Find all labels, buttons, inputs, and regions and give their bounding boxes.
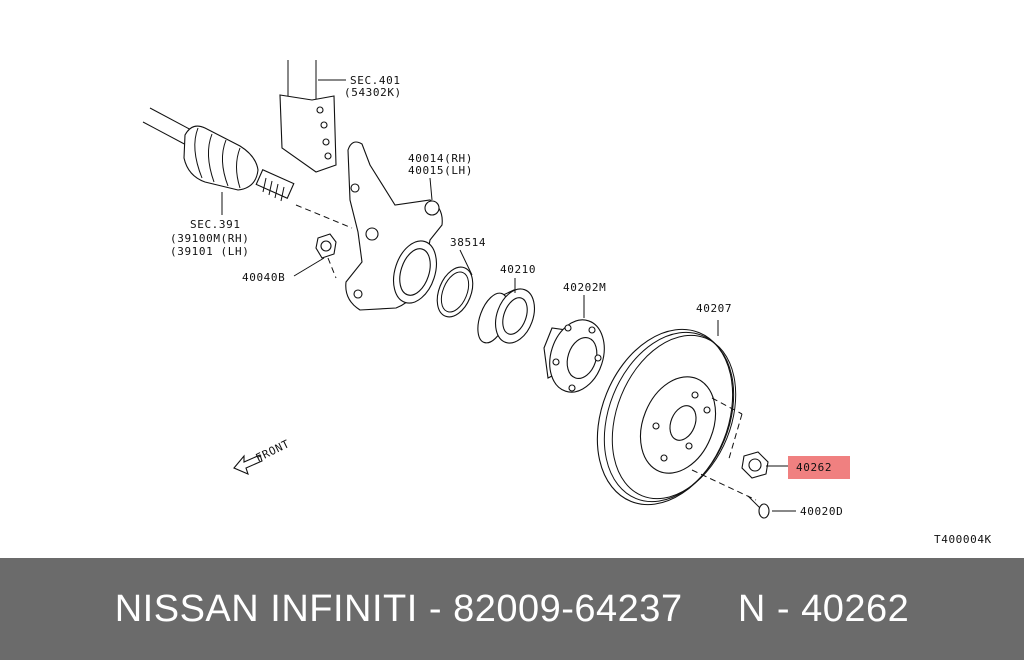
part-number-footer: NISSAN INFINITI - 82009-64237 N - 40262 [0, 558, 1024, 660]
drive-shaft [142, 107, 353, 229]
wheel-hub-40202m [543, 295, 605, 393]
label-40207: 40207 [696, 302, 732, 315]
exploded-parts-diagram: SEC.401 (54302K) 40014(RH) 40015(LH) SEC… [142, 60, 992, 546]
diagram-code: T400004K [934, 533, 992, 546]
label-sec391-lh: (39101 (LH) [170, 245, 249, 258]
label-sec401: SEC.401 [350, 74, 401, 87]
footer-part-text: NISSAN INFINITI - 82009-64237 N - 40262 [114, 587, 910, 630]
label-front: FRONT [254, 437, 292, 465]
label-sec391-rh: (39100M(RH) [170, 232, 249, 245]
label-40262: 40262 [796, 461, 832, 474]
bolt-40020d [747, 495, 796, 519]
label-sec391: SEC.391 [190, 218, 241, 231]
label-40040b: 40040B [242, 271, 285, 284]
label-40202m: 40202M [563, 281, 606, 294]
label-40015: 40015(LH) [408, 164, 473, 177]
nut-40040b [293, 233, 337, 279]
hub-nut-40262 [741, 451, 790, 479]
label-40014: 40014(RH) [408, 152, 473, 165]
strut-assembly [279, 60, 346, 173]
wheel-bearing-40210 [477, 278, 535, 344]
snap-ring-38514 [436, 249, 474, 318]
label-40020d: 40020D [800, 505, 843, 518]
label-sec401-code: (54302K) [344, 86, 402, 99]
label-38514: 38514 [450, 236, 486, 249]
front-arrow [233, 454, 263, 475]
label-40210: 40210 [500, 263, 536, 276]
steering-knuckle [345, 141, 443, 311]
highlight-40262 [788, 456, 850, 479]
brake-disc-40207 [596, 320, 757, 506]
